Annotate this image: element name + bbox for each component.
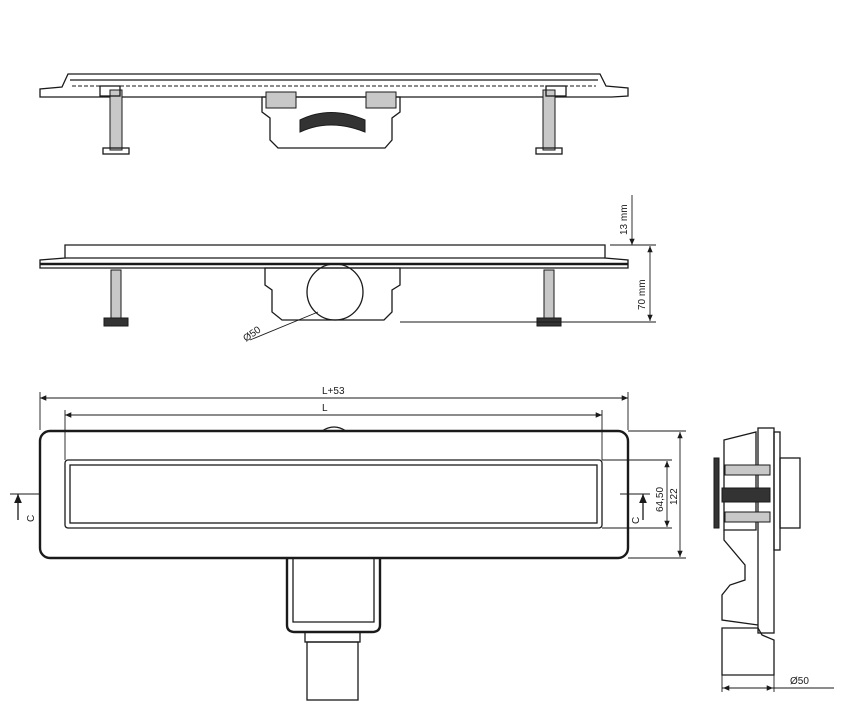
section-marker-right: C (631, 517, 642, 524)
dim-channel-width: 64,50 (655, 487, 666, 512)
section-marker-left: C (26, 515, 37, 522)
end-view: Ø50 (713, 427, 834, 692)
dim-depth-top: 13 mm (619, 204, 630, 235)
plan-view: L+53 L 122 64,50 C C (10, 386, 686, 701)
dim-height-total: 70 mm (637, 279, 648, 310)
dim-channel-length: L (322, 403, 328, 414)
side-elevation: Ø50 13 mm 70 mm (39, 195, 656, 344)
dim-outlet-diameter-elevation: Ø50 (241, 324, 263, 344)
dim-outlet-diameter-end: Ø50 (790, 676, 809, 687)
dim-overall-width: 122 (669, 488, 680, 505)
section-view (39, 73, 629, 155)
dim-overall-length: L+53 (322, 386, 345, 397)
